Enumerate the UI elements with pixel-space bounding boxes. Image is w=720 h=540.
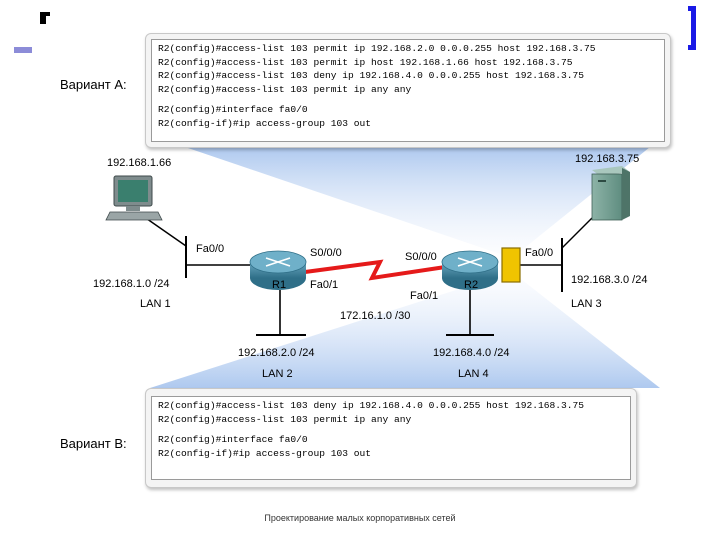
footer-caption: Проектирование малых корпоративных сетей — [264, 513, 456, 523]
lan2-subnet-label: 192.168.2.0 /24 — [238, 347, 315, 359]
router-r2-label: R2 — [464, 279, 479, 291]
lan1-subnet-label: 192.168.1.0 /24 — [93, 278, 170, 290]
corner-bracket-mark — [40, 12, 50, 16]
variant-b-config-panel: R2(config)#access-list 103 deny ip 192.1… — [145, 388, 637, 488]
variant-b-config: R2(config)#access-list 103 deny ip 192.1… — [151, 396, 631, 480]
pc-icon — [105, 175, 163, 221]
accent-dash — [14, 47, 32, 53]
config-line: R2(config-if)#ip access-group 103 out — [158, 117, 372, 129]
variant-a-label: Вариант A: — [60, 77, 127, 92]
r2-s0-0-0-label: S0/0/0 — [405, 251, 437, 263]
r2-fa0-0-label: Fa0/0 — [525, 247, 554, 259]
router-icon — [441, 250, 499, 290]
config-line — [158, 426, 624, 433]
config-line: R2(config)#access-list 103 deny ip 192.1… — [158, 400, 585, 411]
lan2-name-label: LAN 2 — [262, 368, 293, 380]
config-line: R2(config)#access-list 103 permit ip 192… — [158, 43, 596, 54]
config-line: R2(config)#interface fa0/0 — [158, 104, 308, 115]
lan4-subnet-label: 192.168.4.0 /24 — [433, 347, 510, 359]
config-line: R2(config)#access-list 103 permit ip any… — [158, 83, 412, 95]
config-line — [158, 96, 658, 103]
config-line: R2(config-if)#ip access-group 103 out — [158, 447, 372, 459]
lan3-name-label: LAN 3 — [571, 298, 602, 310]
server-drop — [561, 217, 593, 249]
serial-link — [304, 259, 453, 281]
variant-b-label: Вариант B: — [60, 436, 127, 451]
config-line: R2(config)#interface fa0/0 — [158, 434, 308, 445]
config-beam-bottom — [150, 272, 660, 388]
server-ip-label: 192.168.3.75 — [575, 153, 640, 165]
router-r1-label: R1 — [272, 279, 287, 291]
wan-subnet-label: 172.16.1.0 /30 — [340, 310, 411, 322]
lan4-name-label: LAN 4 — [458, 368, 489, 380]
corner-bracket-mark — [40, 12, 46, 24]
config-line: R2(config)#access-list 103 deny ip 192.1… — [158, 70, 585, 81]
config-line: R2(config)#access-list 103 permit ip hos… — [158, 56, 573, 68]
config-line: R2(config)#access-list 103 permit ip any… — [158, 413, 412, 425]
r1-fa0-1-label: Fa0/1 — [310, 279, 339, 291]
r1-fa0-0-label: Fa0/0 — [196, 243, 225, 255]
variant-a-config: R2(config)#access-list 103 permit ip 192… — [151, 39, 665, 142]
acl-marker — [501, 247, 521, 283]
r2-fa0-1-label: Fa0/1 — [410, 290, 439, 302]
pc-ip-label: 192.168.1.66 — [107, 157, 172, 169]
right-bracket-mark — [688, 6, 696, 50]
server-icon — [591, 166, 630, 221]
r1-s0-0-0-label: S0/0/0 — [310, 247, 342, 259]
router-icon — [249, 250, 307, 290]
lan3-subnet-label: 192.168.3.0 /24 — [571, 274, 648, 286]
variant-a-config-panel: R2(config)#access-list 103 permit ip 192… — [145, 33, 671, 148]
lan1-name-label: LAN 1 — [140, 298, 171, 310]
config-beam-top — [185, 147, 650, 258]
